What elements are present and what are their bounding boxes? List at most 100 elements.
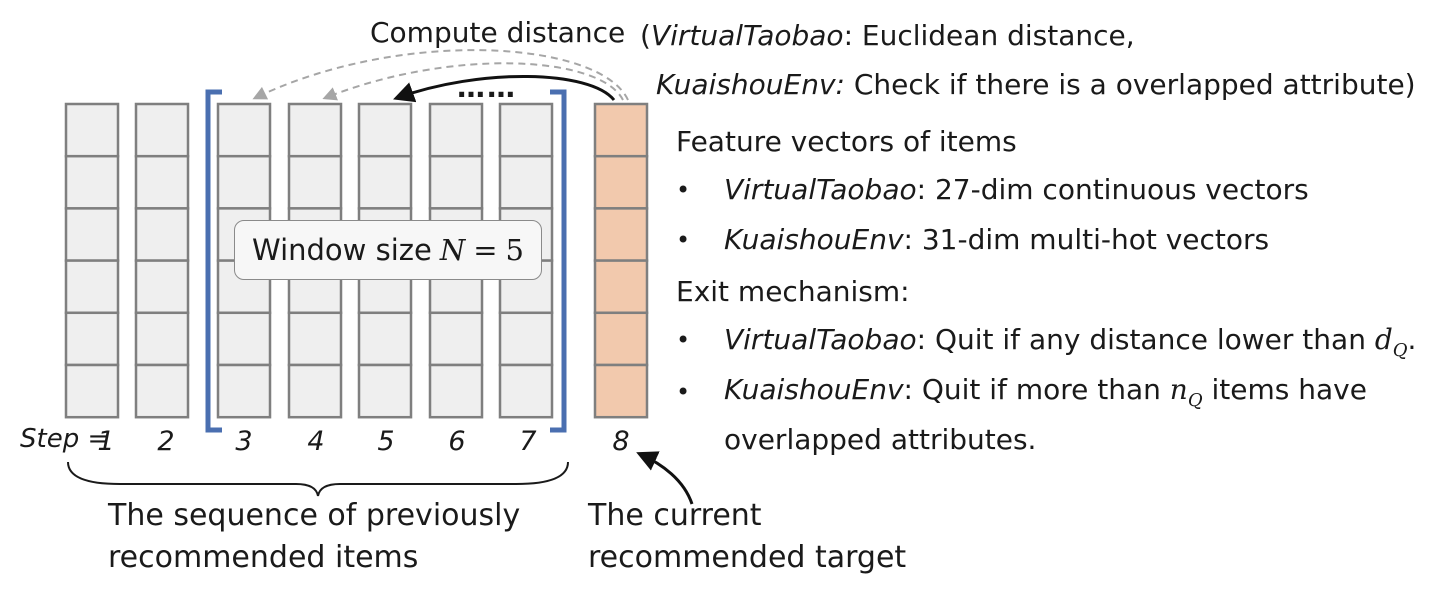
feature-cell xyxy=(593,311,649,367)
feature-cell xyxy=(428,363,484,419)
sequence-caption-line1: The sequence of previously xyxy=(108,498,521,533)
distance-arrow-step7 xyxy=(393,75,616,103)
feature-cell xyxy=(498,311,554,367)
feature-cell xyxy=(216,363,272,419)
feature-cell xyxy=(134,259,190,315)
feature-cell xyxy=(593,102,649,158)
feature-cell xyxy=(593,259,649,315)
exit-item-1-var: d xyxy=(1374,323,1393,356)
feature-cell xyxy=(216,311,272,367)
exit-heading: Exit mechanism: xyxy=(676,275,910,308)
distance-detail-line1: (VirtualTaobao: Euclidean distance, xyxy=(640,22,1135,50)
feature-cell xyxy=(216,102,272,158)
feature-bullet-1: • xyxy=(676,176,691,204)
feature-item-1-env: VirtualTaobao xyxy=(724,173,917,206)
compute-distance-label: Compute distance xyxy=(370,16,626,49)
distance-arrow-step3 xyxy=(252,49,629,101)
step-label-3: 3 xyxy=(235,426,253,457)
feature-cell xyxy=(287,154,343,210)
feature-cell xyxy=(357,363,413,419)
step-label-5: 5 xyxy=(377,426,395,457)
target-caption-line2: recommended target xyxy=(588,540,907,575)
feature-cell xyxy=(134,311,190,367)
item-column-step-2 xyxy=(134,102,190,419)
env-name-virtualtaobao: VirtualTaobao xyxy=(650,19,844,52)
feature-cell xyxy=(287,102,343,158)
feature-cell xyxy=(498,102,554,158)
feature-cell xyxy=(134,102,190,158)
step-label-8: 8 xyxy=(612,426,630,457)
step-label-4: 4 xyxy=(307,426,325,457)
window-size-var: N xyxy=(439,233,466,267)
exit-item-1: VirtualTaobao: Quit if any distance lowe… xyxy=(724,326,1416,360)
step-label-1: 1 xyxy=(97,426,115,457)
feature-cell xyxy=(64,363,120,419)
feature-heading: Feature vectors of items xyxy=(676,125,1017,158)
exit-item-1-end: . xyxy=(1407,323,1417,356)
feature-item-2-text: : 31-dim multi-hot vectors xyxy=(903,223,1270,256)
feature-cell xyxy=(498,154,554,210)
sequence-caption-line2: recommended items xyxy=(108,540,419,575)
exit-item-2: KuaishouEnv: Quit if more than nQ items … xyxy=(724,376,1367,410)
exit-item-2-env: KuaishouEnv xyxy=(724,373,904,406)
step-prefix: Step = xyxy=(20,424,110,454)
window-left-bracket xyxy=(205,89,222,433)
exit-bullet-2: • xyxy=(676,378,691,406)
exit-item-2-continuation: overlapped attributes. xyxy=(724,423,1037,456)
target-arrow xyxy=(636,451,694,505)
feature-item-2-env: KuaishouEnv xyxy=(724,223,904,256)
step-label-7: 7 xyxy=(519,426,537,457)
env-name-kuaishouenv: KuaishouEnv: xyxy=(656,68,845,101)
feature-cell xyxy=(428,154,484,210)
feature-cell xyxy=(593,363,649,419)
feature-cell xyxy=(64,207,120,262)
feature-cell xyxy=(64,154,120,210)
feature-item-1-text: : 27-dim continuous vectors xyxy=(916,173,1309,206)
feature-cell xyxy=(134,154,190,210)
step-label-2: 2 xyxy=(157,426,175,457)
feature-item-2: KuaishouEnv: 31-dim multi-hot vectors xyxy=(724,226,1269,254)
feature-cell xyxy=(428,102,484,158)
exit-item-1-text: : Quit if any distance lower than xyxy=(916,323,1375,356)
distance-arrow-step4 xyxy=(322,62,624,101)
detail-line2-text: Check if there is a overlapped attribute… xyxy=(844,68,1416,101)
distance-detail-line2: KuaishouEnv: Check if there is a overlap… xyxy=(656,71,1416,99)
feature-cell xyxy=(593,154,649,210)
feature-cell xyxy=(357,311,413,367)
feature-cell xyxy=(134,207,190,262)
detail-line1-text: : Euclidean distance, xyxy=(843,19,1135,52)
feature-cell xyxy=(593,207,649,262)
feature-cell xyxy=(64,259,120,315)
ellipsis: …… xyxy=(457,71,517,104)
window-size-eq: = xyxy=(473,233,498,267)
window-size-text: Window size xyxy=(252,233,432,267)
feature-cell xyxy=(357,154,413,210)
open-paren: ( xyxy=(640,19,651,52)
feature-cell xyxy=(64,102,120,158)
exit-item-2-end: items have xyxy=(1202,373,1367,406)
exit-item-2-var: n xyxy=(1169,373,1188,406)
feature-bullet-2: • xyxy=(676,226,691,254)
feature-cell xyxy=(287,363,343,419)
feature-cell xyxy=(428,311,484,367)
feature-cell xyxy=(287,311,343,367)
exit-bullet-1: • xyxy=(676,326,691,354)
feature-cell xyxy=(357,102,413,158)
feature-cell xyxy=(498,363,554,419)
target-item-column xyxy=(593,102,649,419)
exit-item-2-text: : Quit if more than xyxy=(903,373,1170,406)
item-column-step-1 xyxy=(64,102,120,419)
feature-cell xyxy=(216,154,272,210)
window-size-value: 5 xyxy=(505,233,524,267)
window-right-bracket xyxy=(550,89,567,433)
exit-item-1-sub: Q xyxy=(1392,340,1408,361)
exit-item-1-env: VirtualTaobao xyxy=(724,323,917,356)
step-label-6: 6 xyxy=(448,426,466,457)
feature-cell xyxy=(64,311,120,367)
feature-item-1: VirtualTaobao: 27-dim continuous vectors xyxy=(724,176,1309,204)
sequence-brace xyxy=(67,461,569,497)
feature-cell xyxy=(134,363,190,419)
target-caption-line1: The current xyxy=(588,498,762,533)
window-size-label: Window size N = 5 xyxy=(234,220,542,280)
